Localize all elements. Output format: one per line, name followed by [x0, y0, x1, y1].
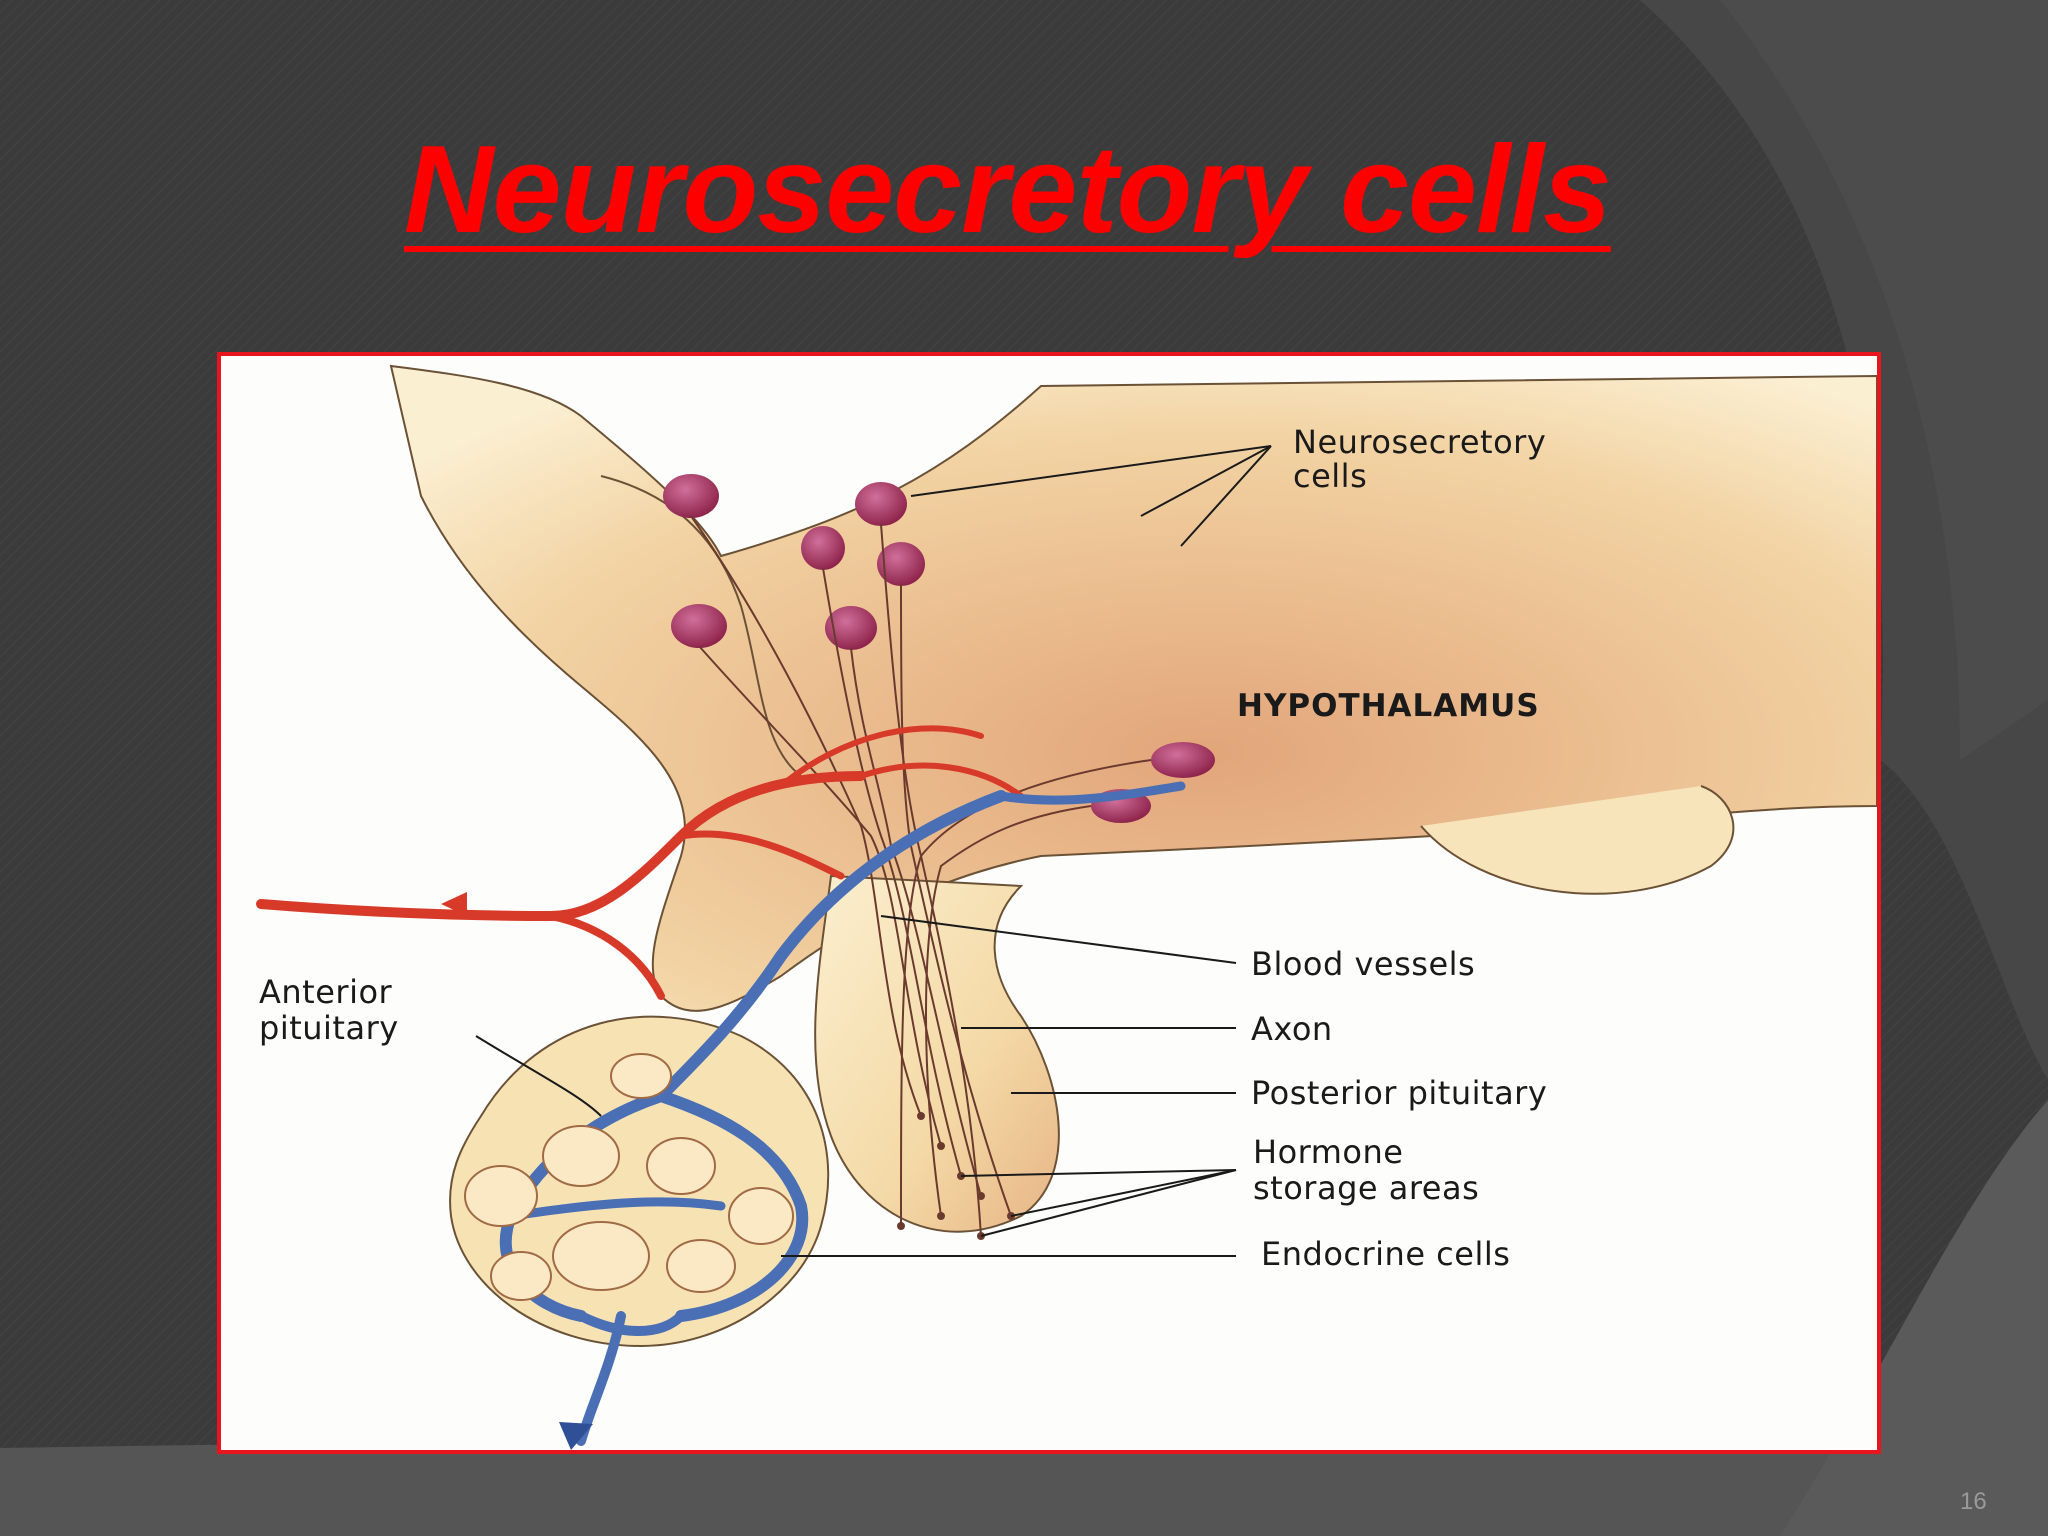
- neurosecretory-cell-bodies: [663, 474, 1215, 823]
- vein-arrowhead: [559, 1422, 593, 1450]
- label-endocrine-cells: Endocrine cells: [1261, 1235, 1511, 1273]
- neuron-soma: [663, 474, 719, 518]
- neuron-soma: [1151, 742, 1215, 778]
- hormone-storage-terminals: [897, 1112, 1015, 1240]
- axon-bundle: [690, 515, 1152, 1237]
- background-swoosh-arc-inner: [1720, 0, 2048, 760]
- neuron-soma: [877, 542, 925, 586]
- label-hormone-storage-areas-line2: storage areas: [1253, 1169, 1480, 1207]
- slide-page-number: 16: [1960, 1488, 1987, 1515]
- background-bottom-band: [0, 1439, 2048, 1536]
- label-anterior-pituitary-line2: pituitary: [259, 1009, 399, 1047]
- label-axon: Axon: [1251, 1010, 1333, 1048]
- right-lobe-outline: [1420, 785, 1735, 895]
- endocrine-cell-clusters: [464, 1053, 794, 1301]
- artery-arrowhead: [441, 892, 467, 916]
- neuron-soma: [855, 482, 907, 526]
- neuron-soma: [671, 604, 727, 648]
- label-neurosecretory-cells-line2: cells: [1293, 457, 1368, 495]
- leader-lines: [475, 445, 1272, 1257]
- neuron-soma: [801, 526, 845, 570]
- pituitary-diagram: [256, 364, 1877, 1450]
- label-blood-vessels: Blood vessels: [1251, 945, 1476, 983]
- label-neurosecretory-cells-line1: Neurosecretory: [1293, 423, 1547, 461]
- label-posterior-pituitary: Posterior pituitary: [1251, 1074, 1548, 1112]
- label-hypothalamus: HYPOTHALAMUS: [1237, 688, 1540, 724]
- artery-network: [256, 725, 1024, 1000]
- label-hormone-storage-areas-line1: Hormone: [1253, 1133, 1404, 1171]
- diagram-frame: Neurosecretory cells HYPOTHALAMUS Anteri…: [217, 352, 1881, 1454]
- hypothalamus-tissue: [389, 364, 1877, 1012]
- label-anterior-pituitary-line1: Anterior: [259, 973, 393, 1011]
- neuron-soma: [825, 606, 877, 650]
- brain-outline: [600, 475, 802, 777]
- slide-title: Neurosecretory cells: [404, 121, 1612, 259]
- posterior-pituitary-tissue: [814, 874, 1060, 1233]
